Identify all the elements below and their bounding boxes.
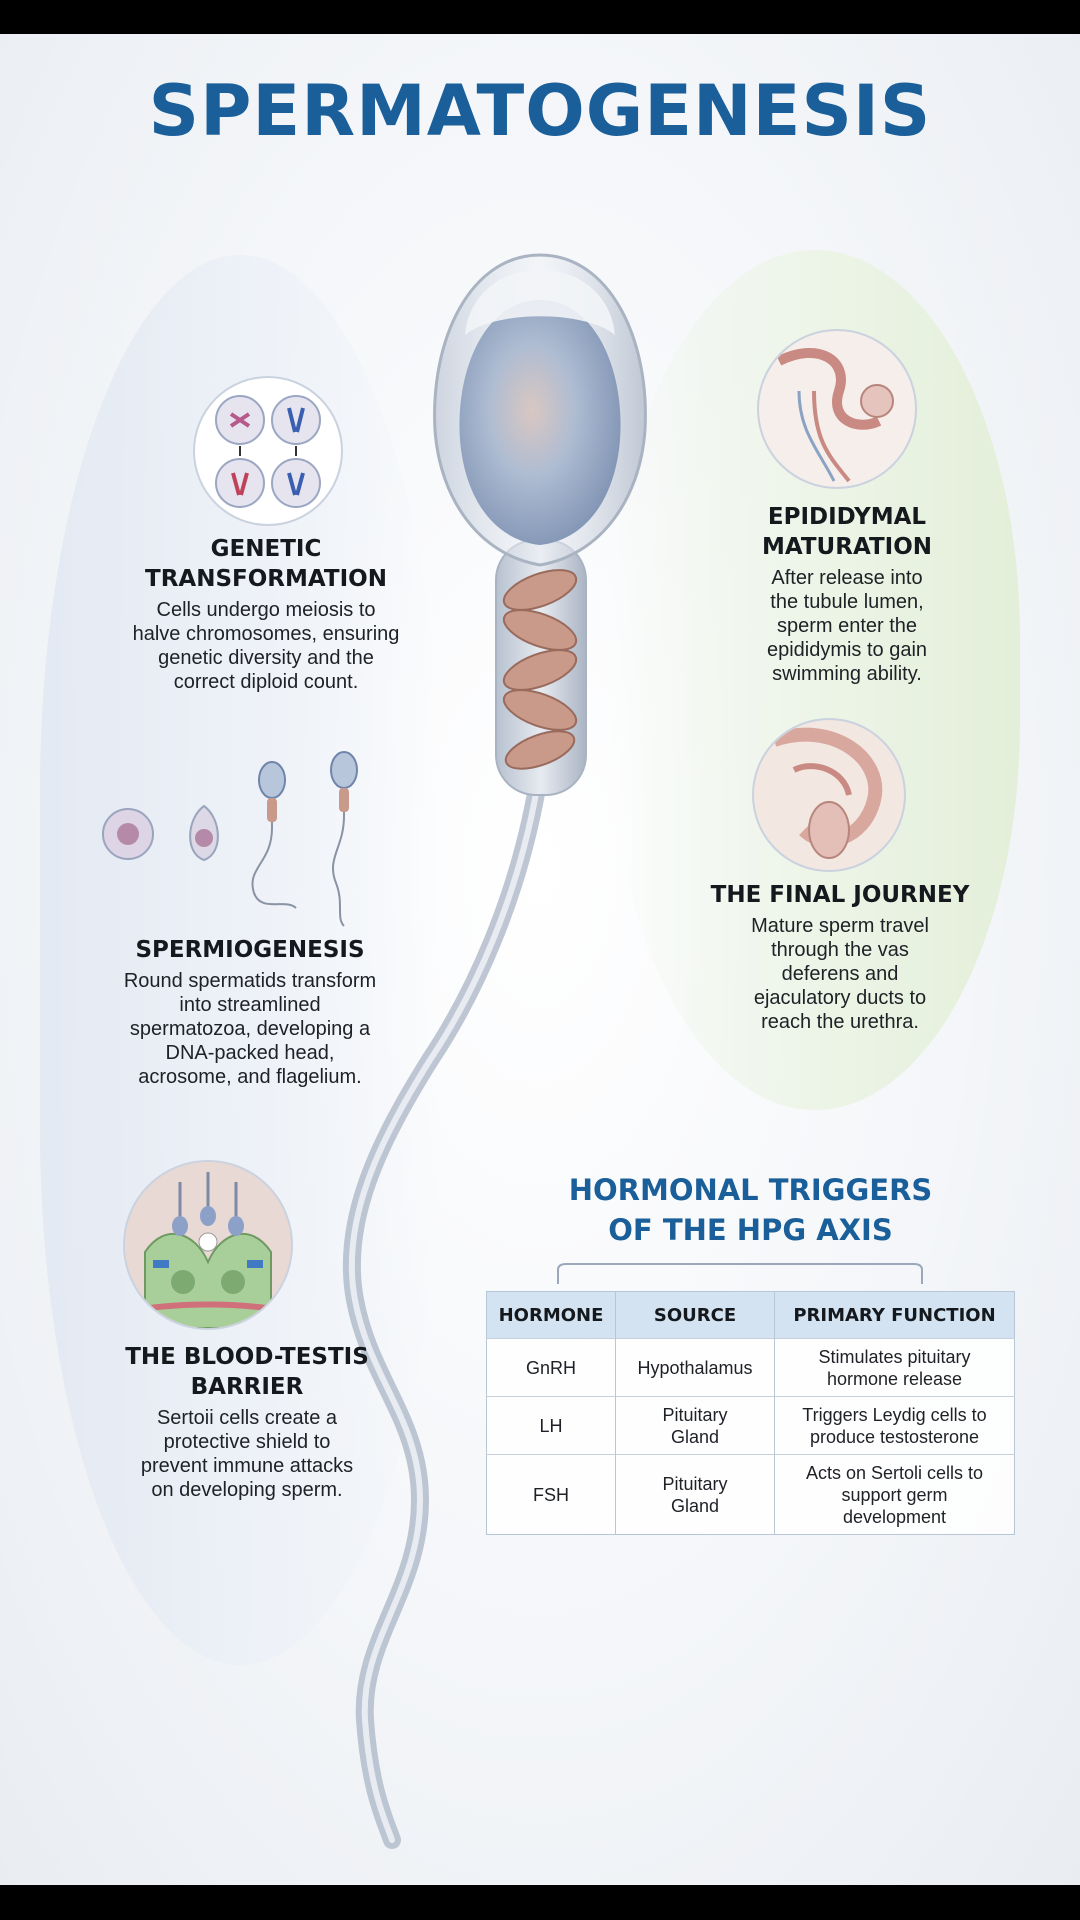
section-text: Mature sperm travel through the vas defe… [751, 915, 929, 1033]
section-text: Cells undergo meiosis to halve chromosom… [132, 599, 400, 693]
top-black-bar [0, 0, 1080, 34]
table-header-row: HORMONE SOURCE PRIMARY FUNCTION [486, 1291, 1015, 1339]
bottom-black-bar [0, 1885, 1080, 1920]
section-text: Round spermatids transform into streamli… [123, 970, 377, 1088]
blood-testis-barrier-illustration [123, 1160, 293, 1330]
hormones-table: HORMONE SOURCE PRIMARY FUNCTION GnRH Hyp… [486, 1291, 1015, 1535]
page-title: SPERMATOGENESIS [148, 70, 932, 152]
header-source: SOURCE [615, 1291, 775, 1339]
reproductive-tract-illustration [752, 718, 906, 872]
hormones-table-container: HORMONE SOURCE PRIMARY FUNCTION GnRH Hyp… [486, 1291, 1015, 1535]
title-bracket [557, 1263, 923, 1284]
meiosis-illustration [193, 376, 343, 526]
hormone-cell: GnRH [486, 1338, 616, 1397]
epididymis-illustration [757, 329, 917, 489]
header-function: PRIMARY FUNCTION [774, 1291, 1015, 1339]
header-hormone: HORMONE [486, 1291, 616, 1339]
section-text: Sertoii cells create a protective shield… [140, 1407, 354, 1501]
section-title: THE FINAL JOURNEY [710, 882, 970, 908]
final-journey-section: THE FINAL JOURNEY Mature sperm travel th… [680, 880, 1000, 1034]
spermiogenesis-stages-illustration [102, 751, 358, 927]
source-cell: Hypothalamus [615, 1338, 775, 1397]
spermiogenesis-section: SPERMIOGENESIS Round spermatids transfor… [82, 935, 418, 1089]
hormone-cell: LH [486, 1396, 616, 1455]
section-title: SPERMIOGENESIS [135, 937, 365, 963]
section-text: After release into the tubule lumen, spe… [766, 567, 928, 685]
hormone-cell: FSH [486, 1454, 616, 1535]
